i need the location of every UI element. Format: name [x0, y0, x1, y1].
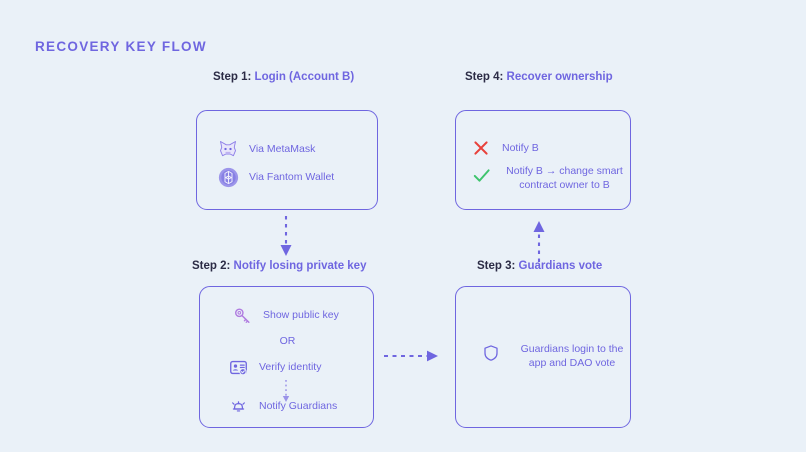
step1-box[interactable]: Via MetaMask Via Fantom Wallet	[196, 110, 378, 210]
step4-item-recover-label: Notify B → change smart contract owner t…	[506, 165, 623, 191]
step3-item-guardians[interactable]: Guardians login to the app and DAO vote	[480, 342, 632, 370]
key-icon	[231, 304, 253, 326]
fantom-wallet-icon	[217, 166, 239, 188]
page-title: RECOVERY KEY FLOW	[35, 39, 207, 54]
step2-box[interactable]: Show public key OR Verify identity	[199, 286, 374, 428]
step4-prefix: Step 4:	[465, 71, 504, 83]
step4-title: Recover ownership	[506, 71, 613, 83]
cross-mark-icon	[470, 137, 492, 159]
step1-title: Login (Account B)	[254, 71, 355, 83]
step2-item-notify-guardians[interactable]: Notify Guardians	[227, 395, 337, 417]
step2-item-verify[interactable]: Verify identity	[227, 356, 321, 378]
step4-label: Step 4: Recover ownership	[465, 71, 613, 83]
step1-item-fantom-label: Via Fantom Wallet	[249, 171, 335, 183]
verify-to-notify-arrow	[280, 380, 292, 405]
step1-label: Step 1: Login (Account B)	[213, 71, 354, 83]
check-mark-icon	[470, 164, 492, 186]
step2-item-show-key[interactable]: Show public key	[231, 304, 339, 326]
step3-label: Step 3: Guardians vote	[477, 260, 602, 272]
id-card-verified-icon	[227, 356, 249, 378]
step4-item-notify[interactable]: Notify B	[470, 137, 539, 159]
step4-item-notify-label: Notify B	[502, 142, 539, 154]
step4-box[interactable]: Notify B Notify B → change smart contrac…	[455, 110, 631, 210]
metamask-fox-icon	[217, 138, 239, 160]
step3-to-step4-arrow	[531, 218, 547, 262]
step4-item-recover[interactable]: Notify B → change smart contract owner t…	[470, 164, 627, 192]
step2-item-verify-label: Verify identity	[259, 361, 322, 373]
step1-prefix: Step 1:	[213, 71, 252, 83]
step1-item-metamask-label: Via MetaMask	[249, 143, 316, 155]
step1-to-step2-arrow	[278, 216, 294, 258]
step3-item-guardians-label: Guardians login to the app and DAO vote	[520, 343, 624, 369]
step3-box[interactable]: Guardians login to the app and DAO vote	[455, 286, 631, 428]
bell-alert-icon	[227, 395, 249, 417]
step2-label: Step 2: Notify losing private key	[192, 260, 366, 272]
step2-item-notify-guardians-label: Notify Guardians	[259, 400, 338, 412]
shield-icon	[480, 342, 502, 364]
step3-prefix: Step 3:	[477, 260, 516, 272]
step2-prefix: Step 2:	[192, 260, 231, 272]
step1-item-fantom[interactable]: Via Fantom Wallet	[217, 166, 334, 188]
step2-title: Notify losing private key	[233, 260, 367, 272]
step2-to-step3-arrow	[384, 348, 442, 364]
step1-item-metamask[interactable]: Via MetaMask	[217, 138, 315, 160]
step2-item-or-label: OR	[279, 335, 296, 347]
step3-title: Guardians vote	[518, 260, 603, 272]
step2-item-show-key-label: Show public key	[263, 309, 339, 321]
